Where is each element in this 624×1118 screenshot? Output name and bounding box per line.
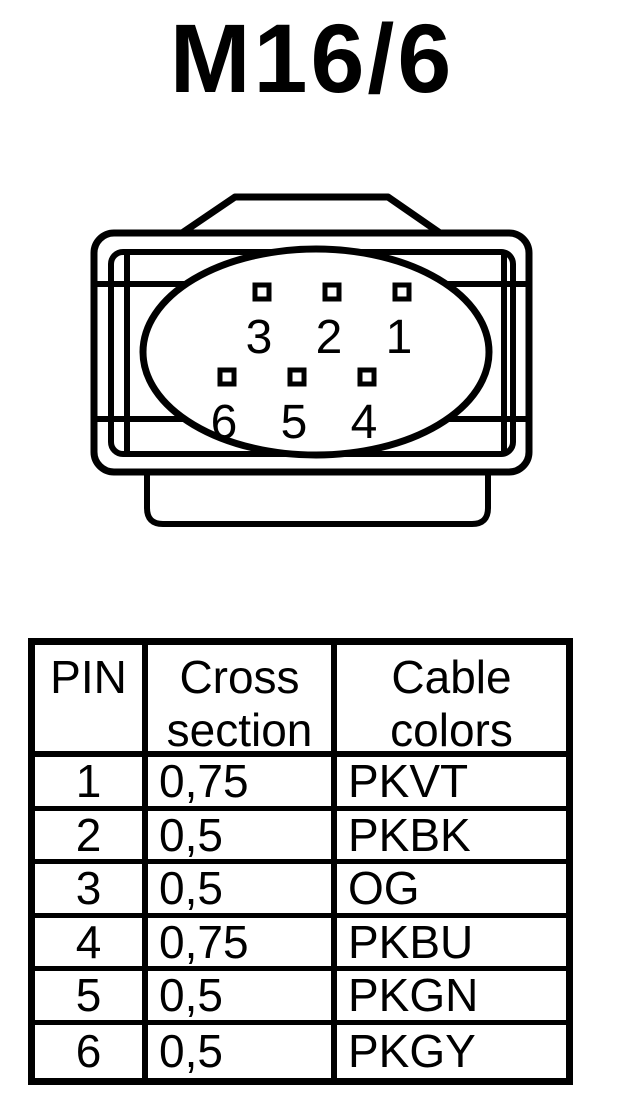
pin-4-label: 4 [351,396,378,449]
pin-5-label: 5 [281,396,308,449]
row-6-cross: 0,5 [148,1024,337,1078]
row-6-pin: 6 [35,1024,148,1078]
pin-2-label: 2 [316,311,343,364]
pin-1-label: 1 [386,311,413,364]
pin-3-contact [252,282,272,302]
row-2-pin: 2 [35,810,148,864]
row-4-color: PKBU [337,918,566,971]
row-4-pin: 4 [35,917,148,971]
row-2-cross: 0,5 [148,810,337,864]
page-title: M16/6 [169,4,455,113]
header-cross-section: Cross section [148,645,337,757]
pin-2-contact [322,282,342,302]
row-5-cross: 0,5 [148,971,337,1025]
pin-1-contact [392,282,412,302]
row-5-pin: 5 [35,971,148,1025]
row-6-color: PKGY [348,1025,476,1078]
header-cable-colors: Cable colors [337,645,566,757]
header-pin: PIN [35,645,148,757]
connector-diagram: 3 2 1 6 5 4 [90,193,533,527]
row-3-pin: 3 [35,864,148,918]
row-3-color: OG [337,864,566,918]
row-3-cross: 0,5 [148,864,337,918]
pin-4-contact [357,367,377,387]
row-5-color: PKGN [337,971,566,1025]
row-2-color: PKBK [337,811,566,864]
pin-6-label: 6 [211,396,238,449]
connector-latch-tab [144,468,491,527]
pin-6-contact [217,367,237,387]
row-1-cross: 0,75 [148,757,337,811]
pin-5-contact [287,367,307,387]
row-4-cross: 0,75 [148,917,337,971]
row-1-pin: 1 [35,757,148,811]
pin-spec-table: PIN Cross section Cable colors 1 0,75 PK… [28,638,573,1085]
row-1-color: PKVT [337,757,566,811]
pin-3-label: 3 [246,311,273,364]
connector-keying-trapezoid [178,193,444,237]
